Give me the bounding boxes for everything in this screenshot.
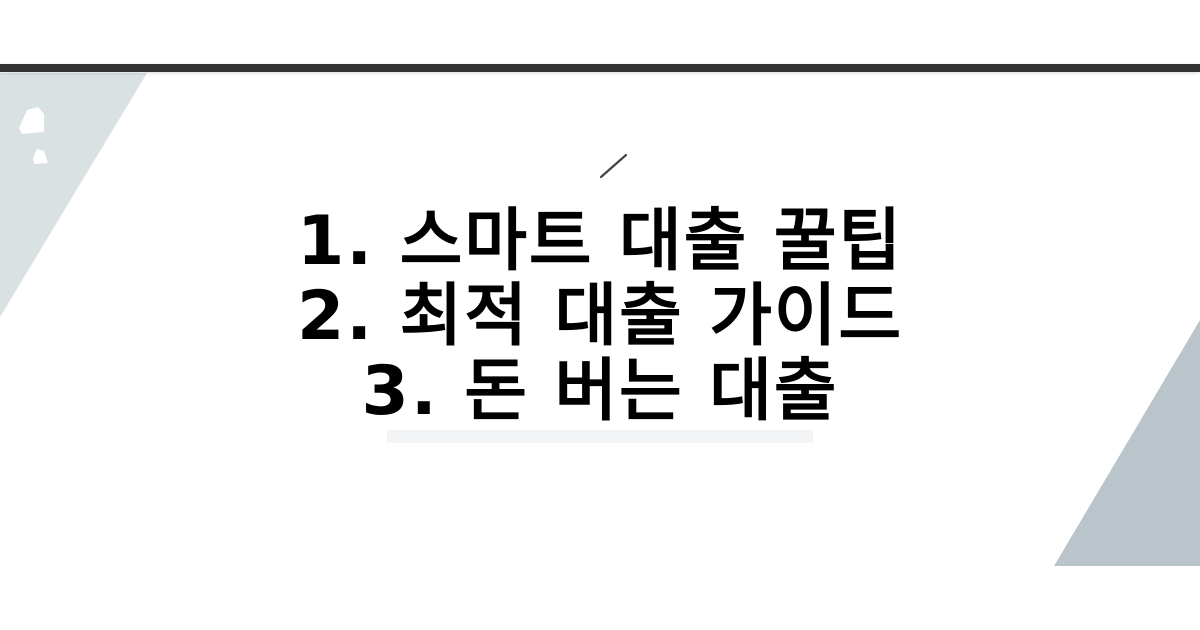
right-gray-shape [1054, 320, 1200, 566]
title-block: 1. 스마트 대출 꿀팁 2. 최적 대출 가이드 3. 돈 버는 대출 [0, 204, 1200, 429]
title-underline-bar [387, 430, 813, 443]
slash-mark [599, 153, 628, 179]
title-line-2: 2. 최적 대출 가이드 [296, 277, 904, 356]
white-blob-large [19, 107, 44, 134]
top-bar [0, 64, 1200, 72]
title-line-3: 3. 돈 버는 대출 [361, 352, 839, 431]
left-gray-shape [0, 73, 147, 317]
white-blob-small [33, 149, 48, 164]
title-line-1: 1. 스마트 대출 꿀팁 [296, 202, 904, 281]
